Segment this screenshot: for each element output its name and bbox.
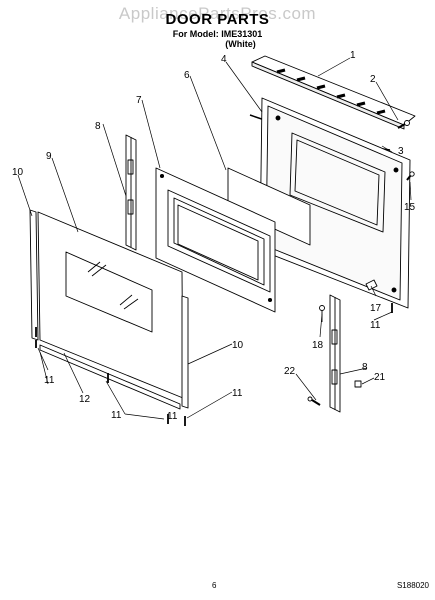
callout-11c: 11	[111, 410, 122, 421]
callout-2: 2	[370, 74, 376, 85]
callout-11e: 11	[167, 411, 178, 422]
part-screws-11	[35, 303, 393, 426]
callout-1: 1	[350, 50, 356, 61]
callout-9: 9	[46, 151, 52, 162]
callout-11: 11	[370, 320, 381, 331]
part-side-trim-left	[29, 209, 39, 341]
page-number: 6	[212, 581, 217, 590]
part-screw-right	[406, 171, 415, 181]
part-screw-top	[397, 120, 410, 129]
callout-10: 10	[12, 167, 24, 178]
leader-lines	[17, 57, 412, 420]
callout-8: 8	[95, 121, 101, 132]
callout-8b: 8	[362, 362, 368, 373]
page-title: DOOR PARTS	[165, 11, 270, 28]
callout-18: 18	[312, 340, 324, 351]
callout-3: 3	[398, 146, 404, 157]
watermark: AppliancePartsPros.com	[118, 4, 317, 23]
part-inner-door-panel	[259, 97, 411, 309]
model-line: For Model: IME31301	[172, 29, 263, 39]
callout-17: 17	[370, 303, 382, 314]
callout-21: 21	[374, 372, 386, 383]
callout-4: 4	[221, 54, 227, 65]
part-side-trim-right	[181, 295, 189, 409]
callout-11b: 11	[44, 375, 55, 386]
callout-10b: 10	[232, 340, 244, 351]
part-bottom-trim	[39, 344, 181, 410]
callout-7: 7	[136, 95, 142, 106]
part-door-liner	[155, 167, 276, 313]
part-hinge-right	[329, 294, 341, 413]
part-bracket	[365, 279, 378, 291]
part-hinge-left	[125, 134, 137, 251]
part-pin	[319, 305, 325, 322]
part-window-glass	[227, 167, 311, 246]
callout-6: 6	[184, 70, 190, 81]
callout-22: 22	[284, 366, 296, 377]
callout-12: 12	[79, 394, 91, 405]
callout-11d: 11	[232, 388, 243, 399]
reference-code: S188020	[396, 581, 429, 590]
part-clip	[354, 380, 362, 388]
callout-15: 15	[404, 202, 416, 213]
part-screw-22	[307, 396, 321, 406]
color-note: (White)	[225, 39, 256, 49]
part-vent-trim	[251, 55, 416, 130]
callout-labels: 1 2 3 4 15 6 7 8 9 10 17 11 18 10 11 12 …	[12, 50, 416, 422]
